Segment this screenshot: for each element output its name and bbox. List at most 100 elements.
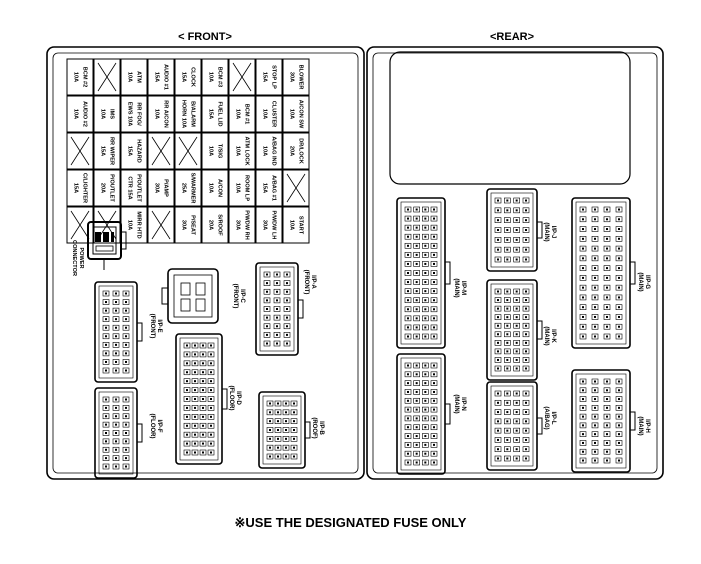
connector-label-ipb-name: I/P-B <box>318 421 324 435</box>
front-panel-inner <box>52 52 359 474</box>
fuse-name: CLOCK <box>190 67 196 87</box>
fuse-name: A/BAG #1 <box>271 175 277 201</box>
fuse-rating: 15A <box>73 183 79 193</box>
fuse-name: A/CON <box>217 179 223 197</box>
fuse-rating: 20A <box>100 183 106 193</box>
connector-label-ipc-sub: (FRONT) <box>232 284 238 309</box>
fuse-name: RR A/CON <box>163 100 169 127</box>
fuse-rating: 20A <box>289 146 295 156</box>
fuse-rating: HORN 10A <box>181 100 187 128</box>
fuse-name: P/WDW LH <box>271 211 277 240</box>
fuse-blank <box>174 132 202 170</box>
fuse-rating: 15A <box>181 72 187 82</box>
connector-ipn <box>396 353 451 475</box>
fuse-rating: 10A <box>208 146 214 156</box>
connector-ipm <box>396 197 451 349</box>
connector-ipg <box>571 197 636 349</box>
connector-label-ipd-name: I/P-D <box>235 391 241 405</box>
fuse-rating: 30A <box>235 220 241 230</box>
connector-label-ipn-name: I/P-N <box>460 397 466 411</box>
fuse-name: P/AMP <box>163 179 169 197</box>
fuse-name: P/WDW RH <box>244 210 250 240</box>
fuse-name: BLOWER <box>298 65 304 90</box>
front-panel <box>46 46 365 480</box>
connector-label-ipj-sub: (MAIN) <box>543 222 549 241</box>
connectors <box>94 188 636 479</box>
fuse-blank <box>93 58 121 96</box>
connector-labels: I/P-A (FRONT) I/P-C (FRONT) I/P-E (FRONT… <box>149 222 650 438</box>
fuse-name: FUEL LID <box>217 101 223 126</box>
connector-label-ipd-sub: (FLOOR) <box>228 386 234 411</box>
connector-label-ipg-name: I/P-G <box>644 275 650 289</box>
fuse-rating: 15A <box>100 146 106 156</box>
fuse-name: DR/LOCK <box>298 138 304 163</box>
fuse-rating: 30A <box>154 183 160 193</box>
connector-iph <box>571 369 636 473</box>
connector-label-ipk-name: I/P-K <box>550 329 556 343</box>
fuse-rating: 15A <box>127 146 133 156</box>
rear-header: <REAR> <box>490 31 534 43</box>
fuse-rating: CTR 15A <box>127 176 133 199</box>
fuse-name: ATM <box>136 71 142 83</box>
fuse-rating: 10A <box>235 183 241 193</box>
connector-label-ipf-sub: (FLOOR) <box>149 414 155 439</box>
fuse-name: BCM #2 <box>82 67 88 88</box>
fuse-rating: 25A <box>181 183 187 193</box>
fuse-name: A/BAG IND <box>271 136 277 165</box>
fuse-rating: 20A <box>208 220 214 230</box>
fuse-rating: 10A <box>73 109 79 119</box>
fuse-rating: 10A <box>289 220 295 230</box>
fuse-rating: 10A <box>262 109 268 119</box>
fuse-rating: 10A <box>154 109 160 119</box>
fuse-name: BCM #1 <box>244 104 250 125</box>
fuse-name: HAZARD <box>136 139 142 163</box>
power-connector: POWER CONNECTOR <box>71 221 127 276</box>
power-connector-label-2: CONNECTOR <box>71 240 77 276</box>
rear-cover-window <box>389 51 631 185</box>
fuse-rating: 15A <box>154 72 160 82</box>
connector-label-iph-sub: (MAIN) <box>637 416 643 435</box>
fuse: RR FOG/EWS 10A <box>120 95 148 133</box>
fuse-name: CLUSTER <box>271 101 277 127</box>
fuse-rating: 30A <box>262 220 268 230</box>
connector-label-ipm-sub: (MAIN) <box>453 278 459 297</box>
fuse-rating: 10A <box>235 146 241 156</box>
connector-ipd <box>175 333 228 465</box>
connector-label-ipa-sub: (FRONT) <box>303 270 309 295</box>
fuse-name: B/ALARM <box>190 101 196 127</box>
fuse-name: P/SEAT <box>190 215 196 235</box>
connector-ipj <box>486 188 543 272</box>
fuse-rating: 10A <box>208 183 214 193</box>
connector-ipk <box>486 279 543 381</box>
connector-label-ipj-name: I/P-J <box>550 226 556 239</box>
connector-label-ipe-sub: (FRONT) <box>149 314 155 339</box>
fuse-rating: 10A <box>73 72 79 82</box>
connector-label-ipl-name: I/P-L <box>550 412 556 425</box>
fuse-name: AUDIO #2 <box>82 101 88 127</box>
fuse-rating: EWS 10A <box>127 102 133 127</box>
fuse-rating: 15A <box>262 183 268 193</box>
